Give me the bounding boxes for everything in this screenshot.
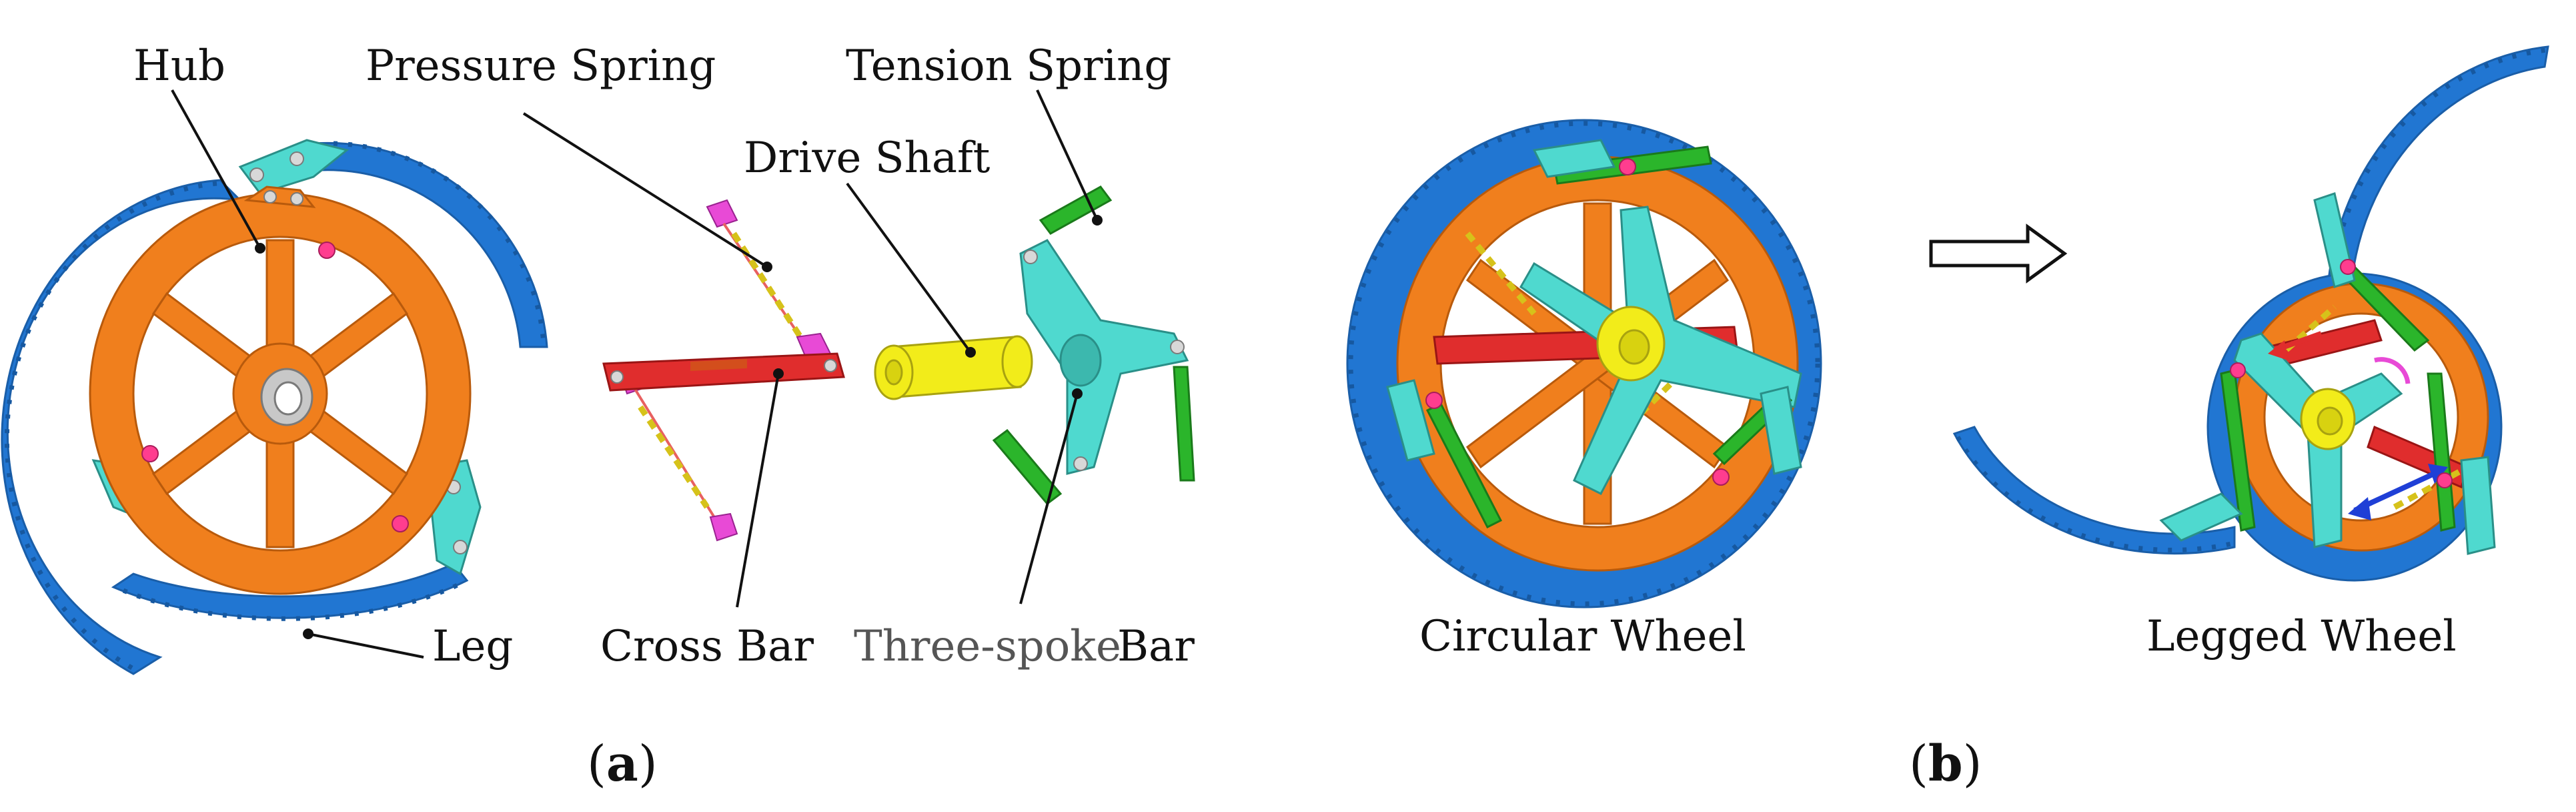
panel-a: Hub Pressure Spring Tension Spring Drive… xyxy=(1,41,1195,793)
right-arrow-outline-icon xyxy=(1929,224,2068,284)
pressure-spring-upper xyxy=(706,199,832,362)
label-cross-bar: Cross Bar xyxy=(600,622,814,671)
panel-b: Circular Wheel xyxy=(1346,45,2549,793)
label-circular-wheel: Circular Wheel xyxy=(1419,612,1746,661)
label-tension-spring: Tension Spring xyxy=(846,41,1171,91)
pressure-spring-lower xyxy=(619,369,738,542)
legged-wheel xyxy=(1952,45,2549,582)
label-three-spoke: Three-spoke xyxy=(854,622,1121,671)
cross-bar xyxy=(602,352,845,392)
caption-a: (a) xyxy=(587,735,658,793)
label-hub: Hub xyxy=(133,41,225,91)
leg-arc-bottom xyxy=(111,562,469,621)
label-legged-wheel: Legged Wheel xyxy=(2146,612,2457,661)
tension-springs xyxy=(992,185,1195,506)
hub xyxy=(89,185,472,595)
label-bar: Bar xyxy=(1117,622,1195,671)
caption-b: (b) xyxy=(1909,735,1982,793)
label-leg: Leg xyxy=(432,622,513,671)
label-pressure-spring: Pressure Spring xyxy=(366,41,716,91)
leg-arc-right xyxy=(312,141,548,348)
leaders-a xyxy=(171,89,1103,659)
label-drive-shaft: Drive Shaft xyxy=(744,133,991,183)
circular-wheel xyxy=(1346,119,1822,608)
three-spoke-bar xyxy=(1019,239,1189,475)
leg-arc-left xyxy=(1,179,243,675)
drive-shaft xyxy=(874,335,1033,400)
